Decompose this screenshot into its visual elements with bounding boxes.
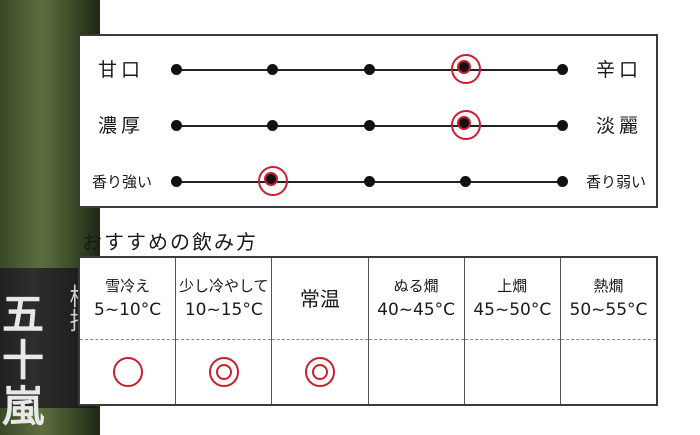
taste-scale-dot xyxy=(363,176,375,187)
taste-label-right: 香り弱い xyxy=(585,173,646,191)
taste-label-left: 香り強い xyxy=(92,173,153,191)
serving-temperature-table: 雪冷え 5~10°C 少し冷やして 10~15°C 常温 ぬる燗 40~45°C… xyxy=(78,256,658,406)
serving-name: 上燗 xyxy=(497,276,528,295)
bottle-brand-text: 五十嵐 xyxy=(2,290,47,431)
taste-label-left: 濃厚 xyxy=(98,115,145,137)
serving-name: 熱燗 xyxy=(593,276,624,295)
serving-head: ぬる燗 40~45°C xyxy=(368,258,464,340)
serving-mark xyxy=(369,340,464,404)
serving-mark xyxy=(465,340,560,404)
taste-scale xyxy=(170,110,568,140)
recommend-double-circle-icon xyxy=(208,357,239,387)
taste-level-marker xyxy=(450,54,481,84)
taste-scale-dot xyxy=(556,120,568,131)
taste-row-sweet-dry: 甘口 辛口 xyxy=(80,50,656,90)
taste-scale-dot xyxy=(556,64,568,75)
recommend-circle-icon xyxy=(112,357,143,387)
serving-col-joon: 常温 xyxy=(271,258,368,404)
taste-scale-dot xyxy=(460,176,471,187)
recommend-double-circle-icon xyxy=(304,357,335,387)
taste-profile-panel: 甘口 辛口 濃厚 淡麗 香り強い 香り弱い xyxy=(78,34,658,208)
serving-mark xyxy=(80,340,175,404)
taste-scale-dot xyxy=(170,120,182,131)
serving-head: 少し冷やして 10~15°C xyxy=(176,258,272,340)
taste-scale-dot xyxy=(363,120,375,131)
serving-temp: 10~15°C xyxy=(184,299,263,320)
serving-col-jokan: 上燗 45~50°C xyxy=(463,258,560,404)
serving-mark xyxy=(272,340,367,404)
serving-head: 熱燗 50~55°C xyxy=(560,258,657,340)
taste-label-right: 辛口 xyxy=(595,59,642,81)
serving-mark xyxy=(561,340,656,404)
serving-head: 常温 xyxy=(272,258,368,340)
serving-name: 雪冷え xyxy=(105,276,151,295)
taste-level-marker xyxy=(257,166,288,196)
serving-name: 少し冷やして xyxy=(178,276,269,295)
taste-scale xyxy=(170,54,568,84)
serving-mark xyxy=(176,340,271,404)
serving-temp: 50~55°C xyxy=(569,299,648,320)
serving-name: 常温 xyxy=(299,286,340,311)
taste-row-rich-light: 濃厚 淡麗 xyxy=(80,106,656,146)
serving-col-nurukan: ぬる燗 40~45°C xyxy=(367,258,464,404)
serving-col-atsukan: 熱燗 50~55°C xyxy=(559,258,657,404)
serving-temp: 5~10°C xyxy=(94,299,162,320)
serving-col-sukoshi-hiyashite: 少し冷やして 10~15°C xyxy=(175,258,272,404)
taste-scale-dot xyxy=(170,64,182,75)
taste-scale-dot xyxy=(267,120,278,131)
taste-scale xyxy=(170,166,568,196)
serving-temp: 40~45°C xyxy=(377,299,456,320)
serving-head: 上燗 45~50°C xyxy=(464,258,560,340)
taste-scale-dot xyxy=(267,64,278,75)
taste-scale-dot xyxy=(363,64,375,75)
taste-row-aroma: 香り強い 香り弱い xyxy=(80,162,656,202)
serving-heading: おすすめの飲み方 xyxy=(82,230,258,254)
serving-name: ぬる燗 xyxy=(393,276,439,295)
taste-label-left: 甘口 xyxy=(98,59,145,81)
taste-level-marker xyxy=(450,110,481,140)
serving-head: 雪冷え 5~10°C xyxy=(80,258,176,340)
serving-col-yukibie: 雪冷え 5~10°C xyxy=(80,258,176,404)
taste-label-right: 淡麗 xyxy=(595,115,642,137)
taste-scale-dot xyxy=(170,176,182,187)
taste-scale-dot xyxy=(556,176,568,187)
serving-temp: 45~50°C xyxy=(473,299,552,320)
